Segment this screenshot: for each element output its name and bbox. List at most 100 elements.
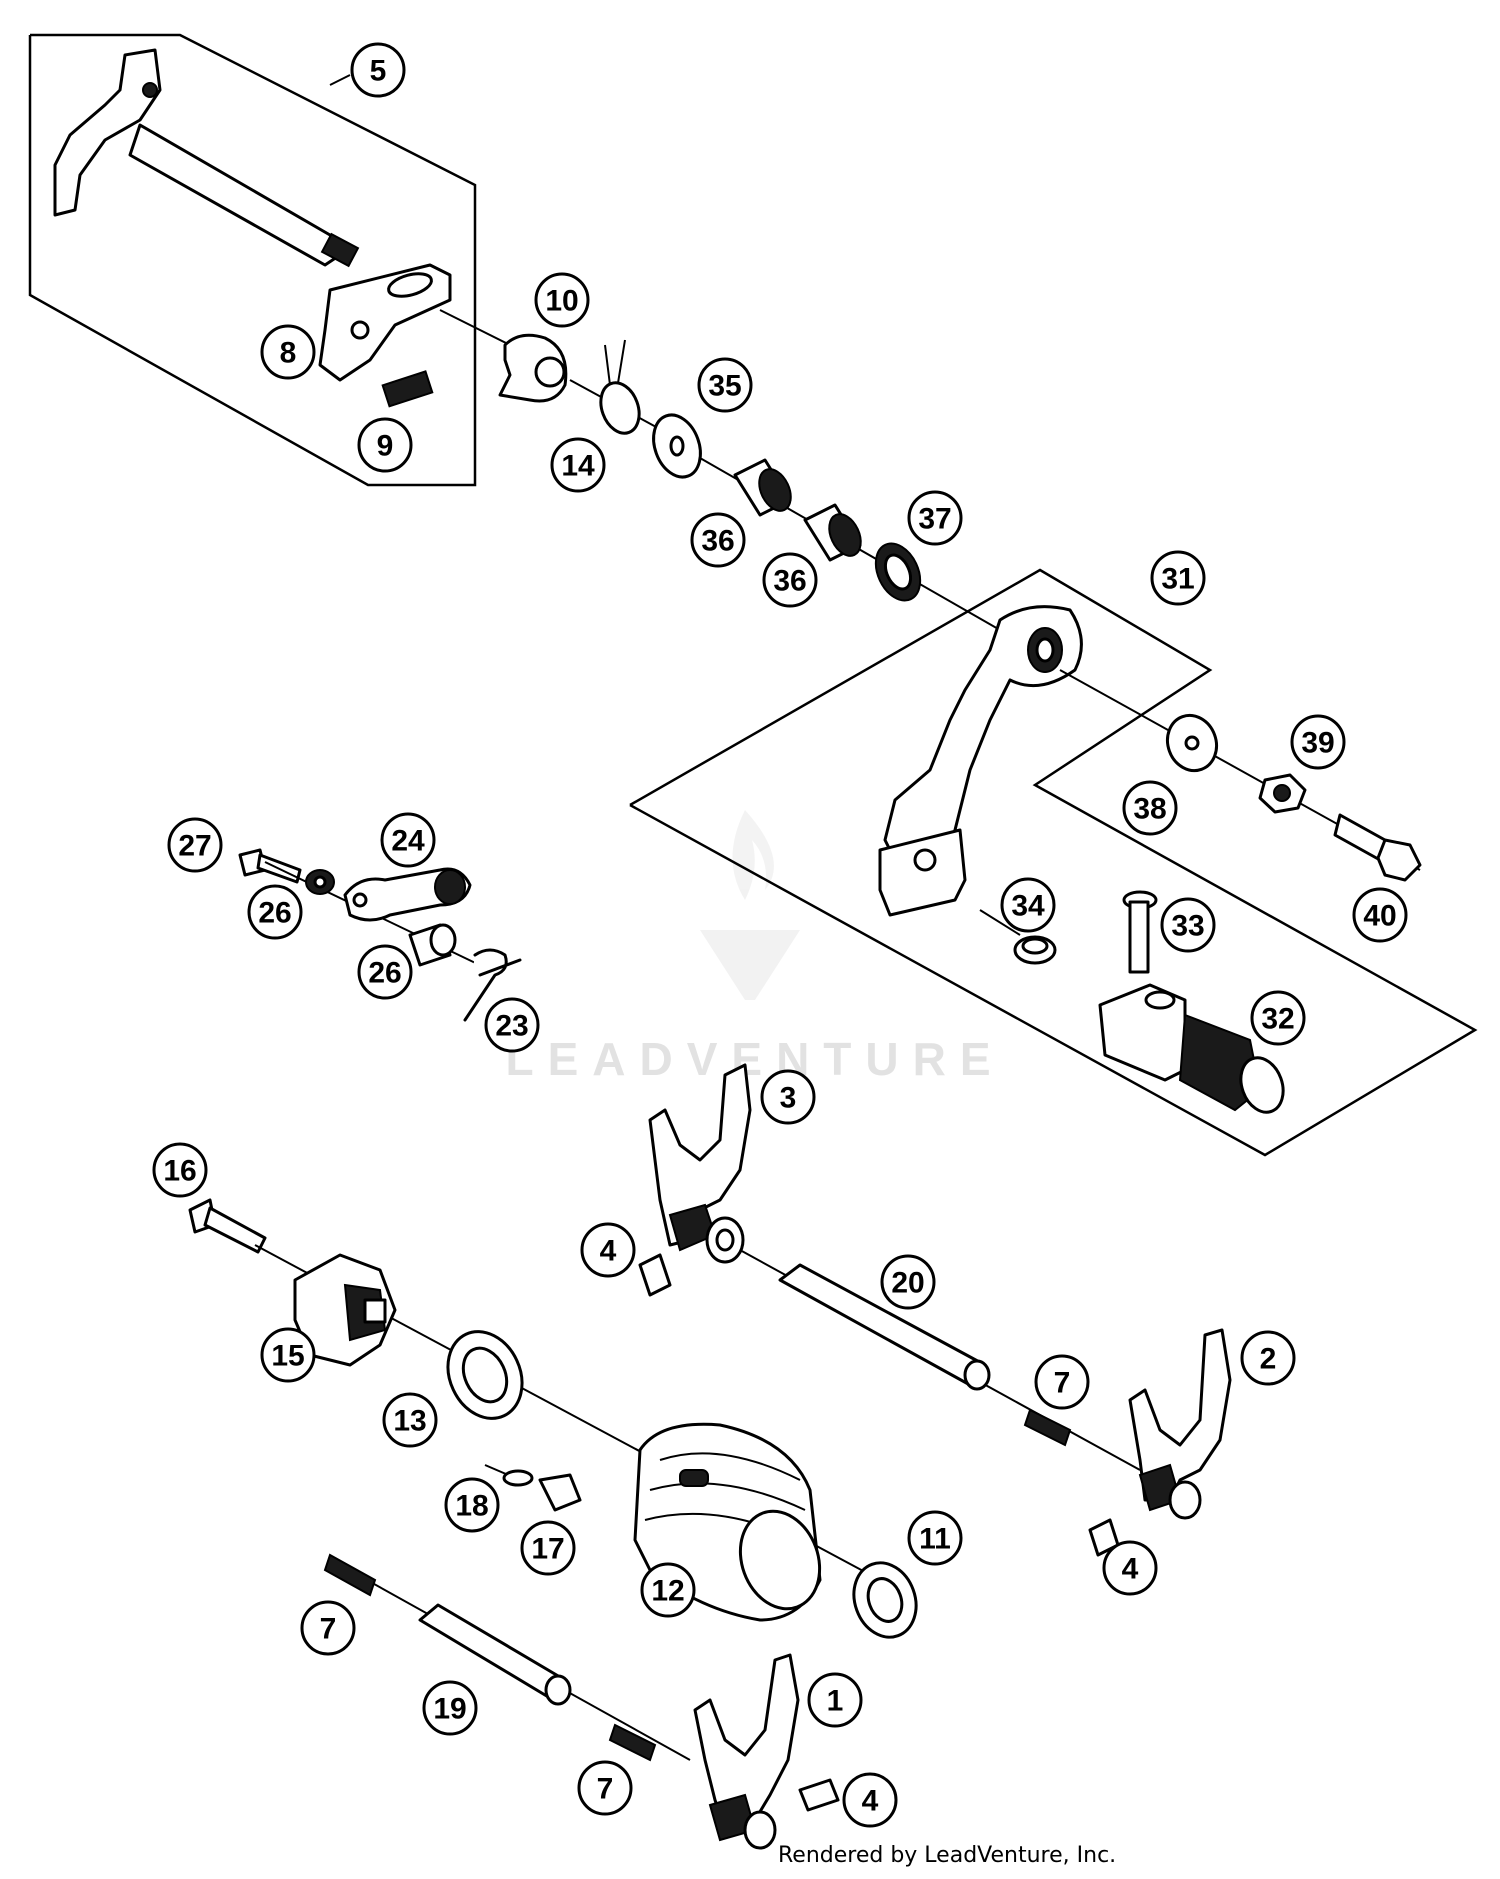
callout-7c: 7 bbox=[577, 1760, 633, 1816]
callout-36b: 36 bbox=[762, 552, 818, 608]
callout-3: 3 bbox=[760, 1069, 816, 1125]
callout-40: 40 bbox=[1352, 887, 1408, 943]
watermark-text: LEADVENTURE bbox=[505, 1033, 1004, 1085]
callout-circle bbox=[357, 944, 413, 1000]
spring-7b bbox=[323, 1553, 377, 1597]
callout-10: 10 bbox=[534, 272, 590, 328]
callout-4a: 4 bbox=[580, 1222, 636, 1278]
bolt-40 bbox=[1333, 813, 1422, 882]
callout-circle bbox=[1160, 897, 1216, 953]
spring-7a bbox=[1023, 1408, 1072, 1447]
callout-label: 33 bbox=[1171, 910, 1204, 943]
callout-label: 26 bbox=[368, 957, 401, 990]
callout-label: 1 bbox=[827, 1685, 844, 1718]
callout-label: 18 bbox=[455, 1490, 488, 1523]
callout-label: 7 bbox=[320, 1613, 337, 1646]
callout-label: 13 bbox=[393, 1405, 426, 1438]
callout-circle bbox=[1000, 877, 1056, 933]
callout-label: 35 bbox=[708, 370, 741, 403]
footer-credit: Rendered by LeadVenture, Inc. bbox=[778, 1843, 1116, 1868]
seal-37 bbox=[874, 542, 922, 602]
callout-circle bbox=[380, 812, 436, 868]
callout-4c: 4 bbox=[842, 1772, 898, 1828]
callout-circle bbox=[382, 1392, 438, 1448]
callout-19: 19 bbox=[422, 1680, 478, 1736]
shift-cam-15 bbox=[293, 1253, 397, 1367]
callout-circle bbox=[260, 1327, 316, 1383]
callout-17: 17 bbox=[520, 1520, 576, 1576]
callout-label: 20 bbox=[891, 1267, 924, 1300]
callout-11: 11 bbox=[907, 1510, 963, 1566]
pin-33 bbox=[1122, 890, 1158, 974]
callout-35: 35 bbox=[697, 357, 753, 413]
callout-23: 23 bbox=[484, 997, 540, 1053]
watermark: LEADVENTURE bbox=[505, 810, 1004, 1085]
callout-label: 27 bbox=[178, 830, 211, 863]
callout-label: 17 bbox=[531, 1533, 564, 1566]
callout-label: 23 bbox=[495, 1010, 528, 1043]
callout-circle bbox=[907, 490, 963, 546]
callout-label: 40 bbox=[1363, 900, 1396, 933]
callout-label: 16 bbox=[163, 1155, 196, 1188]
spring-9 bbox=[381, 370, 434, 408]
callout-circle bbox=[580, 1222, 636, 1278]
callout-7b: 7 bbox=[300, 1600, 356, 1656]
callout-13: 13 bbox=[382, 1392, 438, 1448]
callout-circle bbox=[842, 1772, 898, 1828]
callout-36a: 36 bbox=[690, 512, 746, 568]
bolt-16 bbox=[188, 1198, 267, 1254]
callout-16: 16 bbox=[152, 1142, 208, 1198]
callout-12: 12 bbox=[640, 1562, 696, 1618]
pin-4c bbox=[798, 1778, 840, 1812]
shift-roller bbox=[498, 333, 568, 403]
callout-circle bbox=[422, 1680, 478, 1736]
callout-circle bbox=[350, 42, 406, 98]
shift-lever bbox=[878, 605, 1083, 917]
callout-label: 7 bbox=[1054, 1367, 1071, 1400]
callout-circle bbox=[520, 1520, 576, 1576]
callout-label: 3 bbox=[780, 1082, 797, 1115]
callout-label: 24 bbox=[391, 825, 425, 858]
callout-label: 14 bbox=[561, 450, 595, 483]
callout-39: 39 bbox=[1290, 714, 1346, 770]
callout-8: 8 bbox=[260, 324, 316, 380]
callout-circle bbox=[167, 817, 223, 873]
callout-circle bbox=[807, 1672, 863, 1728]
callout-26b: 26 bbox=[357, 944, 413, 1000]
bearing-11 bbox=[852, 1561, 918, 1639]
callout-circle bbox=[1122, 780, 1178, 836]
callout-5: 5 bbox=[350, 42, 406, 98]
callout-label: 31 bbox=[1161, 563, 1194, 596]
callout-label: 39 bbox=[1301, 727, 1334, 760]
callout-4b: 4 bbox=[1102, 1540, 1158, 1596]
callout-circle bbox=[152, 1142, 208, 1198]
callout-circle bbox=[577, 1760, 633, 1816]
callout-circle bbox=[1352, 887, 1408, 943]
callout-label: 4 bbox=[1122, 1553, 1139, 1586]
callout-24: 24 bbox=[380, 812, 436, 868]
callout-label: 36 bbox=[701, 525, 734, 558]
callout-label: 12 bbox=[651, 1575, 684, 1608]
callout-circle bbox=[1034, 1354, 1090, 1410]
needle-bearing-36b bbox=[803, 503, 862, 562]
washer-38 bbox=[1165, 713, 1219, 773]
callout-label: 15 bbox=[271, 1340, 304, 1373]
callout-label: 9 bbox=[377, 430, 394, 463]
callout-37: 37 bbox=[907, 490, 963, 546]
callout-34: 34 bbox=[1000, 877, 1056, 933]
callout-2: 2 bbox=[1240, 1330, 1296, 1386]
needle-bearing-36a bbox=[733, 458, 792, 517]
bushing-34 bbox=[979, 909, 1057, 965]
callout-label: 11 bbox=[919, 1523, 951, 1556]
callout-circle bbox=[1250, 990, 1306, 1046]
callout-label: 2 bbox=[1260, 1343, 1277, 1376]
callout-label: 32 bbox=[1261, 1003, 1294, 1036]
bearing-13 bbox=[446, 1330, 524, 1420]
screw-17-washer-18 bbox=[484, 1464, 582, 1512]
shift-plate bbox=[318, 263, 452, 382]
callout-circle bbox=[907, 1510, 963, 1566]
callout-20: 20 bbox=[880, 1254, 936, 1310]
shaft-20 bbox=[778, 1263, 991, 1391]
callout-label: 26 bbox=[258, 897, 291, 930]
